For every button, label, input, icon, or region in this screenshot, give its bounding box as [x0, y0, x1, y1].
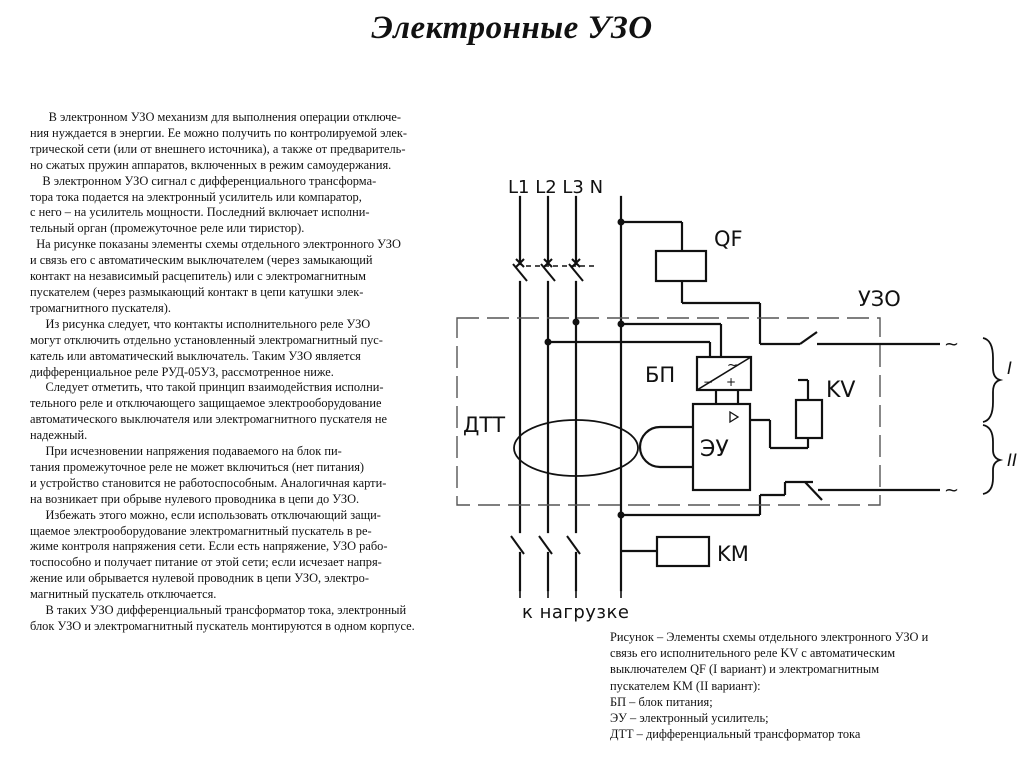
differential-transformer — [513, 419, 693, 477]
body-line: и устройство становится не работоспособн… — [30, 475, 387, 490]
body-line: Избежать этого можно, если использовать … — [30, 507, 381, 522]
body-line: В таких УЗО дифференциальный трансформат… — [30, 603, 407, 618]
km-coil-circuit — [621, 480, 940, 568]
junction-dots — [544, 218, 625, 519]
body-line: дифференциальное реле РУД-05УЗ, рассмотр… — [30, 364, 334, 379]
body-line: жиме контроля напряжения сети. Если есть… — [30, 539, 388, 554]
eu-label: ЭУ — [700, 437, 729, 462]
electronic-amplifier-block — [691, 390, 752, 492]
body-line: контакт на независимый расцепитель) или … — [30, 269, 366, 284]
line-labels: L1 L2 L3 N — [508, 177, 603, 198]
bp-label: БП — [645, 363, 675, 387]
bp-plus: + — [726, 375, 736, 389]
body-line: тания промежуточное реле не может включи… — [30, 459, 365, 474]
body-line: трической сети (или от внешнего источник… — [30, 141, 406, 156]
load-arrows — [519, 590, 622, 598]
body-line: Следует отметить, что такой принцип взаи… — [30, 380, 384, 395]
body-line: тельного реле и отключающего защищаемое … — [30, 396, 382, 411]
caption-line: БП – блок питания; — [610, 694, 713, 709]
uzo-enclosure — [456, 317, 881, 506]
body-line: На рисунке показаны элементы схемы отдел… — [30, 237, 401, 252]
output-tilde-1: ~ — [944, 334, 959, 355]
body-line: тельный орган (промежуточное реле или ти… — [30, 221, 305, 236]
body-line: и связь его с автоматическим выключателе… — [30, 253, 373, 268]
figure-caption: Рисунок – Элементы схемы отдельного элек… — [610, 629, 1010, 742]
variant-2-label: II — [1007, 451, 1017, 471]
body-line: жение или обрывается нулевой проводник в… — [30, 571, 369, 586]
km-label: KM — [717, 542, 749, 566]
kv-relay-circuit — [750, 378, 824, 450]
body-line: с него – на усилитель мощности. Последни… — [30, 205, 370, 220]
body-line: надежный. — [30, 428, 88, 443]
body-line: щаемое электрооборудование электромагнит… — [30, 523, 372, 538]
body-line: В электронном УЗО механизм для выполнени… — [30, 110, 401, 124]
caption-line: ЭУ – электронный усилитель; — [610, 711, 769, 726]
km-contactor-contacts — [510, 535, 581, 555]
variant-1-label: I — [1007, 359, 1012, 379]
caption-line: выключателем QF (I вариант) и электромаг… — [610, 662, 880, 677]
body-line: тромагнитного пускателя). — [30, 300, 171, 315]
body-line: тора тока подается на электронный усилит… — [30, 189, 362, 204]
power-supply-feeds — [548, 322, 723, 357]
variant-braces — [982, 337, 1004, 495]
body-line: катель или автоматический выключатель. Т… — [30, 348, 361, 363]
load-label: к нагрузке — [522, 602, 629, 623]
body-line: тоспособно и получает питание от этой се… — [30, 555, 382, 570]
uzo-label: УЗО — [858, 287, 901, 311]
qf-coil-circuit — [621, 220, 940, 346]
qf-breaker-contacts — [512, 258, 596, 282]
body-line: В электронном УЗО сигнал с дифференциаль… — [30, 173, 377, 188]
body-line: могут отключить отдельно установленный э… — [30, 332, 383, 347]
qf-label: QF — [714, 227, 743, 251]
power-supply-block — [695, 355, 753, 392]
page-title: Электронные УЗО — [371, 10, 653, 46]
kv-label: KV — [826, 378, 855, 403]
body-text: В электронном УЗО механизм для выполнени… — [30, 110, 470, 635]
body-line: ния нуждается в энергии. Ее можно получи… — [30, 125, 408, 140]
body-line: автоматического выключателя или электром… — [30, 412, 388, 427]
dtt-label: ДТТ — [463, 413, 505, 437]
caption-line: Рисунок – Элементы схемы отдельного элек… — [610, 630, 929, 644]
body-line: но сжатых пружин аппаратов, включенных в… — [30, 157, 392, 172]
bp-tilde: ~ — [727, 358, 738, 373]
caption-line: ДТТ – дифференциальный трансформатор ток… — [610, 727, 861, 742]
output-tilde-2: ~ — [944, 480, 959, 501]
body-line: При исчезновении напряжения подаваемого … — [30, 444, 342, 459]
caption-line: пускателем KM (II вариант): — [610, 678, 761, 693]
bp-minus: − — [703, 375, 713, 389]
caption-line: связь его исполнительного реле KV с авто… — [610, 646, 896, 661]
body-line: пускателем (через размыкающий контакт в … — [30, 284, 364, 299]
body-line: на возникает при обрыве нулевого проводн… — [30, 491, 360, 506]
body-line: блок УЗО и электромагнитный пускатель мо… — [30, 619, 415, 633]
body-line: магнитный пускатель отключается. — [30, 587, 217, 602]
body-line: Из рисунка следует, что контакты исполни… — [30, 316, 371, 331]
